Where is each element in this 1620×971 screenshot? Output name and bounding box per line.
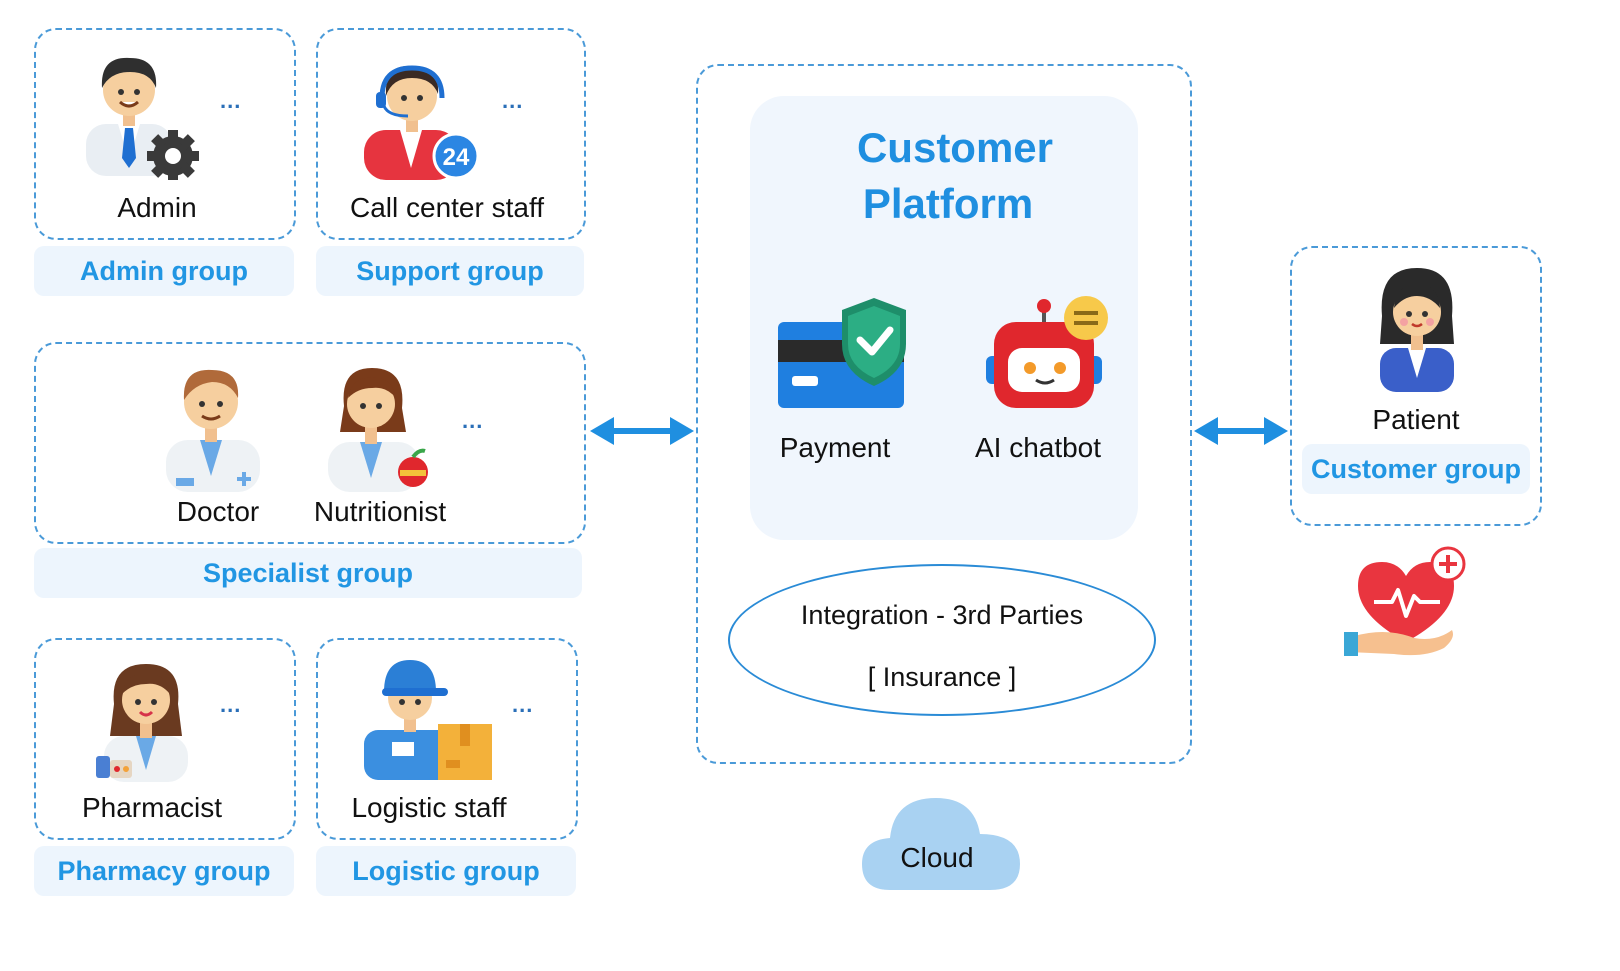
- heart-care-hand-icon: [1344, 546, 1466, 656]
- logistic-group-tag: Logistic group: [316, 846, 576, 896]
- robot-chatbot-icon: [986, 296, 1108, 408]
- pharmacist-icon: [96, 664, 188, 782]
- support-more-indicator: ...: [502, 88, 524, 113]
- patient-icon: [1380, 268, 1454, 392]
- admin-more-indicator: ...: [220, 88, 242, 113]
- nutritionist-icon: [328, 368, 428, 492]
- pharmacy-more-indicator: ...: [220, 692, 242, 717]
- admin-person-gear-icon: [86, 57, 199, 180]
- patient-label: Patient: [1372, 404, 1460, 435]
- admin-role-label: Admin: [117, 192, 197, 223]
- support-24-badge: 24: [442, 144, 470, 171]
- double-arrow-icon: [590, 417, 694, 445]
- specialist-more-indicator: ...: [462, 408, 484, 433]
- pharmacy-group-tag: Pharmacy group: [34, 846, 294, 896]
- admin-group-tag: Admin group: [34, 246, 294, 296]
- call-center-agent-icon: [364, 65, 480, 180]
- logistic-more-indicator: ...: [512, 692, 534, 717]
- specialist-group-tag: Specialist group: [34, 548, 582, 598]
- integration-label: Integration - 3rd Parties: [800, 600, 1084, 630]
- call-center-staff-label: Call center staff: [349, 192, 545, 223]
- nutritionist-label: Nutritionist: [313, 496, 447, 527]
- platform-title-line2: Platform: [862, 180, 1034, 227]
- delivery-worker-icon: [364, 660, 492, 780]
- doctor-label: Doctor: [176, 496, 260, 527]
- logistic-staff-label: Logistic staff: [351, 792, 507, 823]
- payment-label: Payment: [779, 432, 891, 463]
- support-card: [316, 28, 586, 240]
- double-arrow-icon: [1194, 417, 1288, 445]
- cloud-icon: [862, 798, 1020, 890]
- payment-card-shield-icon: [778, 298, 906, 408]
- cloud-label: Cloud: [900, 842, 974, 873]
- doctor-icon: [166, 369, 260, 492]
- insurance-label: [ Insurance ]: [867, 662, 1017, 692]
- specialist-card: [34, 342, 586, 544]
- platform-title-line1: Customer: [856, 124, 1054, 171]
- integration-ellipse: [728, 564, 1156, 716]
- customer-group-tag: Customer group: [1302, 444, 1530, 494]
- pharmacist-label: Pharmacist: [81, 792, 223, 823]
- ai-chatbot-label: AI chatbot: [974, 432, 1102, 463]
- support-group-tag: Support group: [316, 246, 584, 296]
